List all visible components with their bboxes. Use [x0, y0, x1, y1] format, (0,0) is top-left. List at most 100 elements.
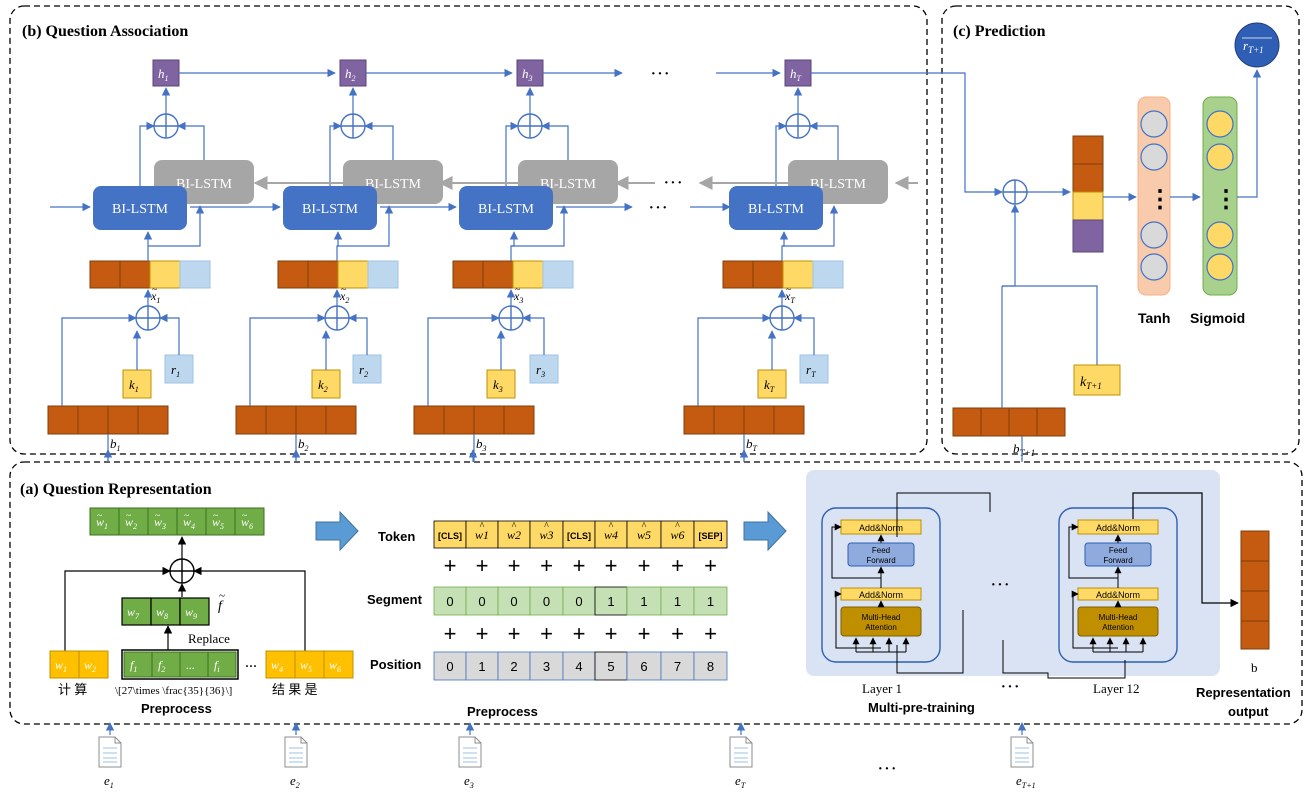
input-vector-cell [89, 260, 121, 289]
plus-sign: + [573, 621, 586, 646]
response-label: r1 [171, 362, 180, 379]
r-to-plus-line [793, 313, 815, 355]
rep-output-cell [1240, 620, 1270, 650]
plus-sign: + [573, 553, 586, 578]
forward-to-sum-line [139, 121, 155, 186]
knowledge-box [122, 369, 152, 399]
position-cell [660, 651, 695, 681]
forward-bilstm-box [93, 186, 187, 230]
word-vector-label: w5 [212, 515, 224, 531]
segment-value: 1 [640, 594, 647, 609]
tilde-mark: ^ [512, 521, 517, 532]
forward-bilstm-box [459, 186, 553, 230]
exercise-label: e3 [464, 773, 474, 790]
b-T1-cell [1036, 407, 1066, 437]
mha-label: Attention [1102, 623, 1134, 632]
doc-shape [1010, 736, 1034, 768]
residual-line [1068, 523, 1118, 579]
position-value: 0 [446, 659, 453, 674]
word-vector-cell [89, 507, 120, 536]
transformer-layer-1: Add&NormFeedForwardAdd&NormMulti-HeadAtt… [821, 507, 941, 663]
b-vector-cell [47, 405, 79, 435]
tilde-mark: ~ [515, 285, 520, 296]
plus-sign: + [671, 621, 684, 646]
left-to-fusion-line [64, 566, 171, 651]
tilde-mark: ~ [242, 511, 247, 522]
position-cell [693, 651, 728, 681]
token-label: [CLS] [438, 531, 462, 541]
segment-value: 1 [707, 594, 714, 609]
k-T1-label: kT+1 [1080, 375, 1102, 391]
b-vector-cell [295, 405, 327, 435]
formula-label: f1 [130, 658, 137, 674]
feed-forward-label: Forward [866, 556, 895, 565]
b-vector-cell [137, 405, 169, 435]
b-vector-cell [413, 405, 445, 435]
replace-vector-label: w7 [127, 605, 140, 621]
forward-to-sum-line [505, 121, 519, 186]
token-label: [SEP] [698, 531, 722, 541]
plus-sign: + [704, 553, 717, 578]
segment-cell [529, 586, 564, 616]
feed-forward-label: Forward [1103, 556, 1132, 565]
hidden-state-box [339, 59, 367, 87]
x-tilde-label: x3 [513, 289, 523, 305]
token-cell [693, 520, 728, 549]
panel-b-title: (b) Question Association [22, 23, 188, 40]
f-tilde-label: f [218, 599, 224, 614]
word-label-right: w4 [271, 658, 283, 674]
forward-bilstm-label: BI-LSTM [748, 202, 805, 217]
feed-forward-label: Feed [872, 546, 890, 555]
word-vector-label: w4 [183, 515, 195, 531]
b-vector-cell [473, 405, 505, 435]
replace-vector-cell [121, 597, 152, 626]
encoder-block [1058, 507, 1178, 663]
x-tilde-label: xT [784, 289, 795, 305]
response-box [529, 354, 559, 384]
position-value: 1 [478, 659, 485, 674]
plus-sign: + [508, 553, 521, 578]
word-cell-left [78, 650, 109, 679]
segment-cell [497, 586, 531, 616]
question-association: h1BI-LSTMBI-LSTMx1~k1r1b1h2BI-LSTMBI-LST… [47, 59, 888, 462]
b-T1-label: bT+1 [1013, 441, 1035, 458]
hidden-state-label: h1 [158, 66, 169, 83]
segment-value: 0 [575, 594, 582, 609]
forward-bilstm-label: BI-LSTM [112, 202, 169, 217]
predicted-response-label: rT+1 [1243, 38, 1264, 55]
replace-vector-label: w9 [185, 605, 197, 621]
replace-vector-cell [150, 597, 181, 626]
layers-ellipsis: ··· [990, 574, 1010, 596]
backward-bilstm-label: BI-LSTM [365, 177, 422, 192]
hidden-state-label: h3 [522, 66, 533, 83]
exercise-doc-icon: e2 [284, 722, 308, 790]
segment-value: 0 [510, 594, 517, 609]
input-vector-cell [367, 260, 399, 289]
sigmoid-to-output-arrow [1237, 69, 1262, 198]
b-vector-cell [77, 405, 109, 435]
big-arrow [315, 510, 359, 552]
response-label: r2 [359, 362, 368, 379]
input-vector-cell [277, 260, 309, 289]
b-vector-cell [713, 405, 745, 435]
position-cell [562, 651, 596, 681]
token-cell [626, 520, 662, 549]
exercise-doc-icon: e3 [458, 722, 482, 790]
input-vector-cell [722, 260, 754, 289]
b-to-plus-line [61, 313, 137, 406]
formula-label: fi [214, 658, 220, 674]
tilde-mark: ~ [152, 285, 157, 296]
rep-output-label-1: Representation [1196, 685, 1291, 700]
forward-to-sum-line [775, 121, 787, 186]
x-tilde-label: x2 [339, 289, 349, 305]
concat-vector-cell [1072, 191, 1104, 221]
b-label: b2 [298, 436, 309, 453]
tilde-mark: ^ [480, 521, 485, 532]
word-label-left: w2 [84, 658, 96, 674]
rep-output-cell [1240, 560, 1270, 592]
tilde-mark: ^ [544, 521, 549, 532]
mha-label: Multi-Head [1099, 613, 1138, 622]
